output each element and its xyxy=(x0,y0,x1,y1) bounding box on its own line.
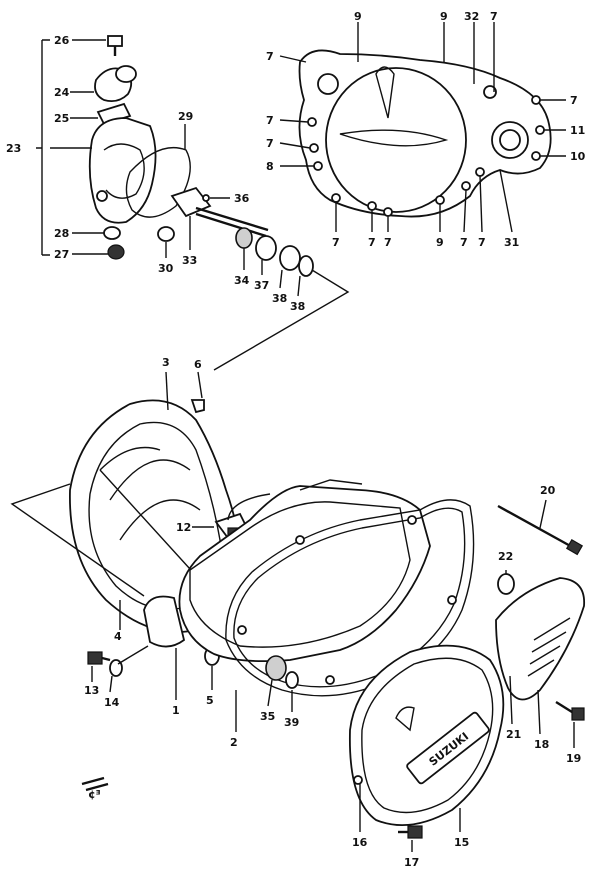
callout-34: 34 xyxy=(234,274,250,287)
callout-7e: 7 xyxy=(332,236,340,249)
callout-32: 32 xyxy=(464,10,479,23)
callout-38b: 38 xyxy=(290,300,305,313)
pump-cap-24 xyxy=(94,65,137,103)
callout-14: 14 xyxy=(104,696,120,709)
gasket-29 xyxy=(125,146,191,218)
callout-18: 18 xyxy=(534,738,549,751)
callout-7g: 7 xyxy=(384,236,392,249)
callout-11: 11 xyxy=(570,124,585,137)
brand-plate xyxy=(406,711,490,785)
callout-13: 13 xyxy=(84,684,99,697)
callout-35: 35 xyxy=(260,710,275,723)
crankcase-half xyxy=(178,485,431,663)
cover-boss-left xyxy=(317,73,339,95)
seal-34 xyxy=(235,227,253,249)
callout-4: 4 xyxy=(114,630,122,643)
callout-9c: 9 xyxy=(436,236,444,249)
callout-12: 12 xyxy=(176,521,191,534)
callout-2: 2 xyxy=(230,736,238,749)
seal-38a xyxy=(279,245,301,271)
callout-7top: 7 xyxy=(490,10,498,23)
callout-6: 6 xyxy=(194,358,202,371)
callout-28: 28 xyxy=(54,227,69,240)
callout-33: 33 xyxy=(182,254,197,267)
bolt-17 xyxy=(398,825,423,839)
gasket-group xyxy=(178,479,475,732)
callout-1: 1 xyxy=(172,704,180,717)
callout-labels: 26 24 25 23 29 28 27 30 33 36 34 37 38 3… xyxy=(6,10,586,869)
callout-7a: 7 xyxy=(266,50,274,63)
gasket-25 xyxy=(96,102,132,126)
callout-7f: 7 xyxy=(368,236,376,249)
callout-7d: 7 xyxy=(570,94,578,107)
magneto-cover xyxy=(348,644,505,827)
clutch-cover-group xyxy=(279,22,566,233)
callout-26: 26 xyxy=(54,34,70,47)
corner-mark: ¢ᴲ xyxy=(81,776,109,801)
callout-8: 8 xyxy=(266,160,274,173)
seal-35 xyxy=(265,655,287,681)
clutch-dome-rib xyxy=(339,129,449,147)
callout-25: 25 xyxy=(54,112,69,125)
callout-15: 15 xyxy=(454,836,469,849)
bolt-26 xyxy=(107,35,123,56)
crankcase-pointer-line xyxy=(10,483,145,597)
callout-27: 27 xyxy=(54,248,69,261)
callout-9b: 9 xyxy=(440,10,448,23)
bracket-23 xyxy=(36,39,50,256)
callout-24: 24 xyxy=(54,86,70,99)
callout-10: 10 xyxy=(570,150,586,163)
bolt-27 xyxy=(107,244,125,260)
callout-7h: 7 xyxy=(460,236,468,249)
callout-20: 20 xyxy=(540,484,556,497)
bolt-19 xyxy=(555,700,585,721)
spacer-22 xyxy=(497,573,515,595)
washer-28 xyxy=(103,226,121,240)
clutch-dome-fin xyxy=(375,66,395,119)
callout-22: 22 xyxy=(498,550,513,563)
callout-19: 19 xyxy=(566,752,581,765)
seal-39 xyxy=(285,671,299,689)
callout-7c: 7 xyxy=(266,137,274,150)
impeller-shaft-33 xyxy=(170,186,269,238)
bolt-13 xyxy=(87,651,111,665)
long-bolt-20 xyxy=(497,504,575,550)
seal-37 xyxy=(255,235,277,261)
callout-31: 31 xyxy=(504,236,519,249)
callout-21: 21 xyxy=(506,728,521,741)
sprocket-cover-group xyxy=(495,499,585,748)
callout-37: 37 xyxy=(254,279,269,292)
callout-23: 23 xyxy=(6,142,21,155)
water-pump-group xyxy=(36,35,350,371)
clutch-dome xyxy=(325,67,467,213)
callout-36: 36 xyxy=(234,192,250,205)
callout-29: 29 xyxy=(178,110,193,123)
seal-38b xyxy=(298,255,314,277)
corner-mark-text: ¢ᴲ xyxy=(88,788,101,801)
callout-16: 16 xyxy=(352,836,368,849)
pump-pointer-line xyxy=(213,269,350,371)
callout-7b: 7 xyxy=(266,114,274,127)
gasket-2 xyxy=(225,499,475,697)
callout-39: 39 xyxy=(284,716,299,729)
callout-5: 5 xyxy=(206,694,214,707)
pump-body xyxy=(88,117,157,224)
callout-9a: 9 xyxy=(354,10,362,23)
callout-30: 30 xyxy=(158,262,174,275)
callout-7i: 7 xyxy=(478,236,486,249)
magneto-cover-group: SUZUKI xyxy=(348,644,505,852)
callout-17: 17 xyxy=(404,856,419,869)
bush-30 xyxy=(157,226,175,242)
callout-3: 3 xyxy=(162,356,170,369)
sprocket-cover xyxy=(495,577,585,701)
callout-38a: 38 xyxy=(272,292,287,305)
